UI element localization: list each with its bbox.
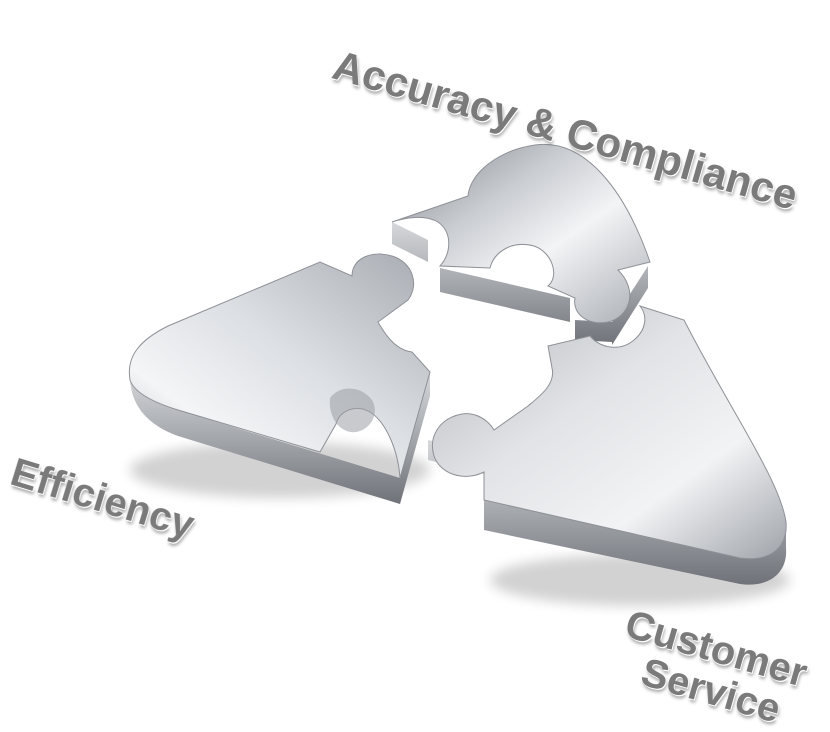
puzzle-piece-accuracy (391, 143, 651, 345)
puzzle-piece-customer-service (428, 305, 787, 585)
puzzle-piece-efficiency (128, 253, 431, 504)
